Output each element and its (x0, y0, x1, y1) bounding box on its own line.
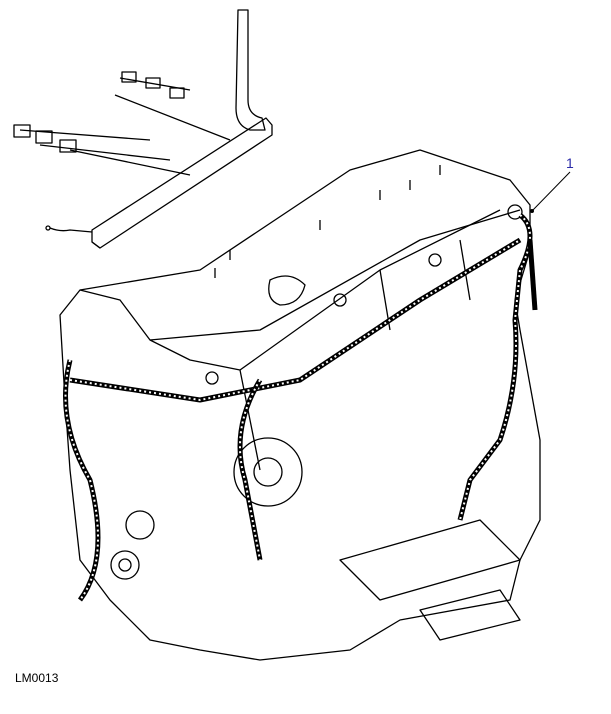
figure-reference: LM0013 (15, 671, 59, 685)
callout-leader-1 (531, 171, 571, 212)
wiring-harness (63, 213, 538, 602)
harness-rail (13, 9, 273, 249)
callout-number-1: 1 (566, 155, 574, 171)
engine-block (59, 149, 541, 661)
